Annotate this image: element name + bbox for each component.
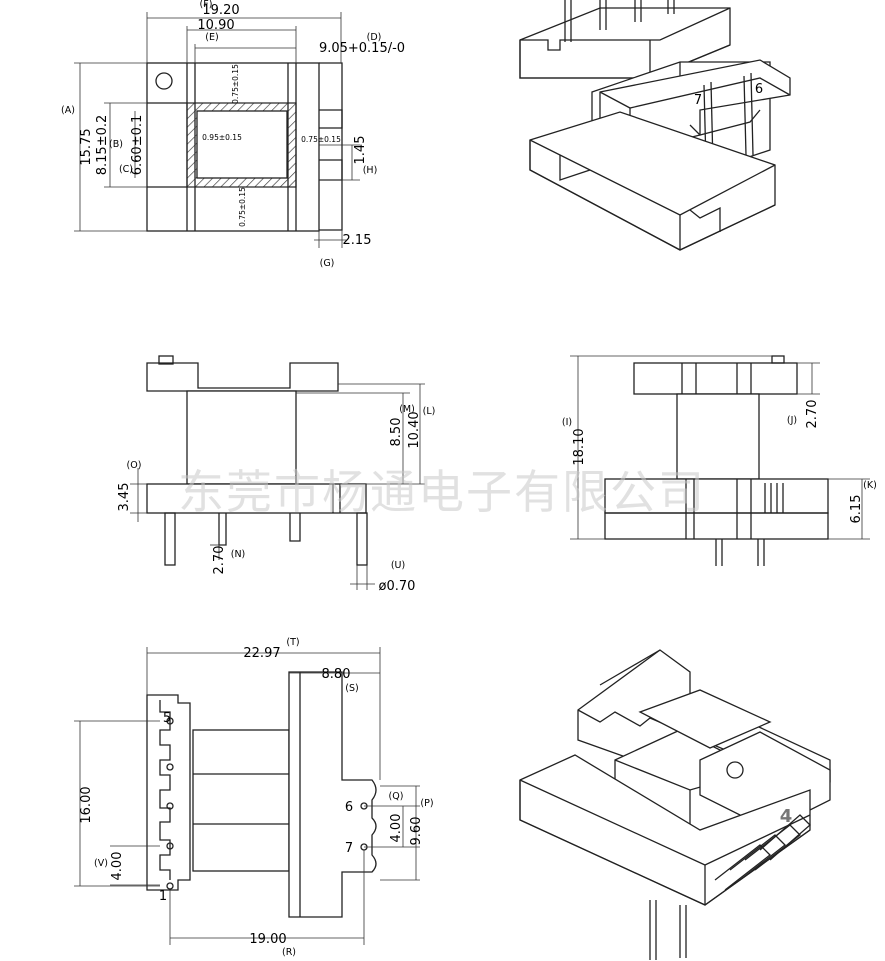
label-e: (E) xyxy=(205,32,218,43)
pin-number-7: 7 xyxy=(345,841,353,856)
label-v: (V) xyxy=(94,858,108,869)
dim-total-height: 18.10 xyxy=(572,428,587,465)
label-c: (C) xyxy=(119,164,133,175)
pin-number-6: 6 xyxy=(345,800,353,815)
label-g: (G) xyxy=(320,258,335,269)
iso-view-top xyxy=(519,0,791,251)
dim-bobbin-height: 10.40 xyxy=(407,411,422,448)
label-n: (N) xyxy=(231,549,246,560)
iso-pin-7: 7 xyxy=(694,93,702,108)
company-watermark: 东莞市杨通电子有限公司 xyxy=(178,465,706,519)
label-a: (A) xyxy=(61,105,75,116)
label-u: (U) xyxy=(391,560,405,571)
dim-pin-pitch-right: 4.00 xyxy=(389,814,404,843)
dim-base-flange: 6.15 xyxy=(849,495,864,524)
label-i: (I) xyxy=(562,417,572,428)
dim-pin-diameter: ø0.70 xyxy=(379,579,416,594)
dim-right-flange: 8.80 xyxy=(322,667,351,682)
dim-window-width: 9.05+0.15/-0 xyxy=(319,41,405,56)
dim-base-height: 3.45 xyxy=(117,483,132,512)
top-view xyxy=(74,12,360,248)
label-m: (M) xyxy=(399,404,415,415)
label-q: (Q) xyxy=(389,791,404,802)
iso-pin-6: 6 xyxy=(755,82,763,97)
label-k: (K) xyxy=(863,480,877,491)
label-r: (R) xyxy=(282,947,296,958)
dim-wall-bottom: 0.75±0.15 xyxy=(238,187,247,227)
dim-pin-pitch-left: 4.00 xyxy=(110,852,125,881)
dim-core-height: 8.50 xyxy=(389,418,404,447)
dim-overall-length: 22.97 xyxy=(243,646,280,661)
label-t: (T) xyxy=(286,637,299,648)
label-l: (L) xyxy=(423,406,436,417)
dim-wall-right: 0.75±0.15 xyxy=(301,135,341,144)
pin-number-5: 5 xyxy=(163,711,171,726)
dim-pin-row-span: 16.00 xyxy=(79,786,94,823)
label-b: (B) xyxy=(109,139,123,150)
iso-view-bottom xyxy=(519,649,831,960)
dim-flange-height: 8.15±0.2 xyxy=(95,115,110,176)
pin-number-1: 1 xyxy=(159,889,167,904)
dim-wall-top: 0.75±0.15 xyxy=(231,64,240,104)
front-view xyxy=(130,355,425,590)
dim-overall-height: 15.75 xyxy=(79,128,94,165)
dim-wall-left: 0.95±0.15 xyxy=(202,133,242,142)
side-view xyxy=(570,355,870,566)
label-s: (S) xyxy=(345,683,358,694)
dim-top-flange: 2.70 xyxy=(805,400,820,429)
label-f: (F) xyxy=(200,0,213,10)
label-h: (H) xyxy=(363,165,378,176)
dim-slot-height: 1.45 xyxy=(353,136,368,165)
bottom-view xyxy=(74,647,420,945)
dim-overall-width: 19.20 xyxy=(202,3,239,18)
dim-window-height: 6.60±0.1 xyxy=(130,115,145,176)
iso-mark-4: 4 xyxy=(780,806,793,827)
label-o: (O) xyxy=(127,460,142,471)
dim-right-span: 9.60 xyxy=(409,817,424,846)
dim-pin-length: 2.70 xyxy=(212,546,227,575)
label-j: (J) xyxy=(787,415,797,426)
dim-slot-depth: 2.15 xyxy=(343,233,372,248)
dim-core-width: 10.90 xyxy=(197,18,234,33)
dim-row-distance: 19.00 xyxy=(249,932,286,947)
label-p: (P) xyxy=(420,798,433,809)
label-d: (D) xyxy=(367,32,382,43)
